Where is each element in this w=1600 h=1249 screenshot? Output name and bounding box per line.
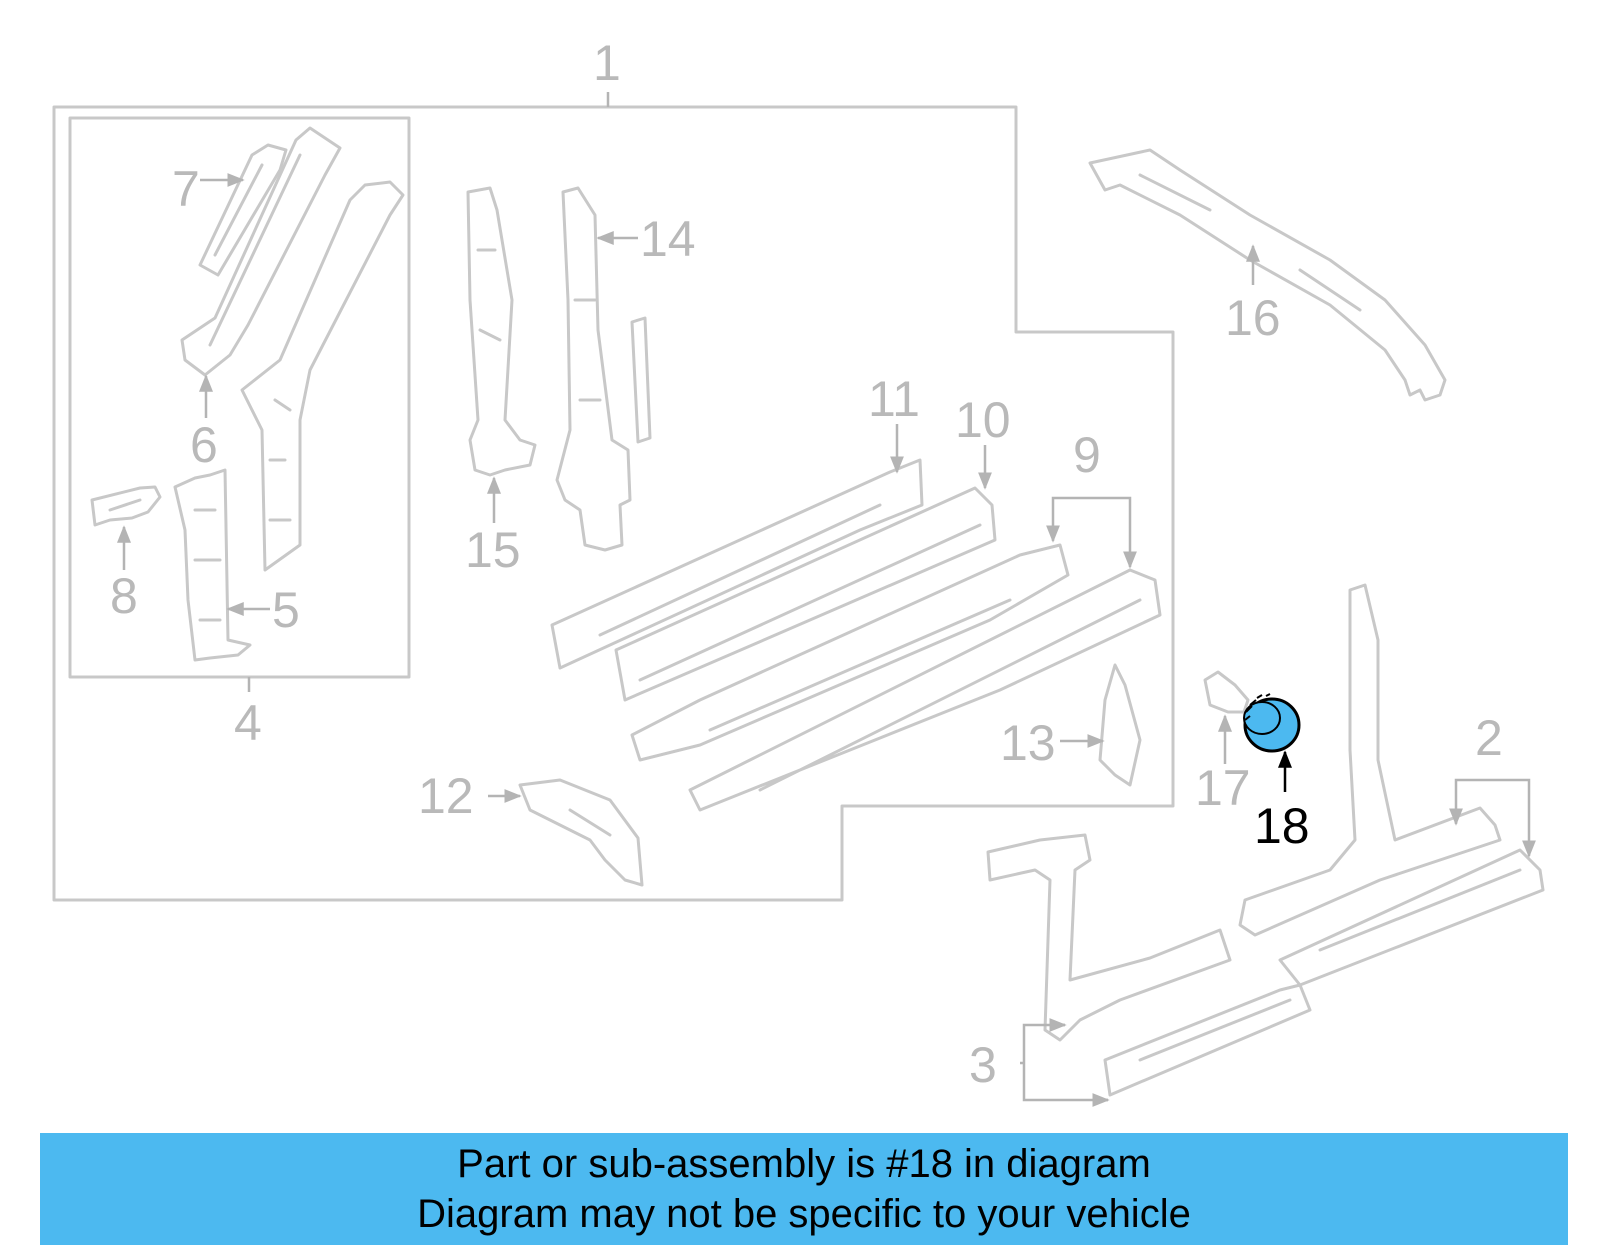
part-7 xyxy=(198,143,288,277)
part-17 xyxy=(1203,670,1250,714)
subassembly-4-outline xyxy=(68,116,411,679)
callout-8: 8 xyxy=(110,568,138,624)
part-a-pillar xyxy=(240,180,405,572)
callout-2: 2 xyxy=(1475,710,1503,766)
leader-2 xyxy=(1454,778,1536,858)
callout-4: 4 xyxy=(234,695,262,751)
callout-1: 1 xyxy=(593,35,621,91)
callout-3: 3 xyxy=(969,1037,997,1093)
callout-18[interactable]: 18 xyxy=(1254,798,1310,854)
banner-line-1: Part or sub-assembly is #18 in diagram xyxy=(457,1142,1151,1186)
callout-9: 9 xyxy=(1073,427,1101,483)
callout-12: 12 xyxy=(418,768,474,824)
part-12 xyxy=(518,778,644,887)
callout-13: 13 xyxy=(1000,715,1056,771)
part-8 xyxy=(90,485,162,527)
assembly-1-outline xyxy=(52,105,1175,902)
part-14 xyxy=(555,186,632,552)
part-6 xyxy=(180,126,342,377)
part-16 xyxy=(1088,148,1447,402)
leader-9 xyxy=(1051,496,1137,569)
callout-7: 7 xyxy=(172,161,200,217)
part-9-upper xyxy=(630,543,1070,762)
callout-14: 14 xyxy=(640,211,696,267)
part-bracket xyxy=(630,316,652,444)
leader-3 xyxy=(1020,1023,1108,1102)
info-banner: Part or sub-assembly is #18 in diagram D… xyxy=(40,1133,1568,1245)
part-9-lower xyxy=(688,568,1162,812)
callout-5: 5 xyxy=(272,582,300,638)
part-5 xyxy=(173,468,252,662)
callout-11: 11 xyxy=(868,371,920,427)
callout-17: 17 xyxy=(1195,760,1251,816)
callout-10: 10 xyxy=(955,392,1011,448)
part-15 xyxy=(466,186,537,477)
part-18 xyxy=(1243,693,1301,753)
part-2 xyxy=(1238,583,1545,987)
callout-15: 15 xyxy=(465,522,521,578)
part-3 xyxy=(986,833,1312,1097)
callout-6: 6 xyxy=(190,417,218,473)
callout-16: 16 xyxy=(1225,290,1281,346)
part-10 xyxy=(614,486,997,702)
part-13 xyxy=(1098,663,1142,787)
banner-line-2: Diagram may not be specific to your vehi… xyxy=(417,1192,1191,1236)
